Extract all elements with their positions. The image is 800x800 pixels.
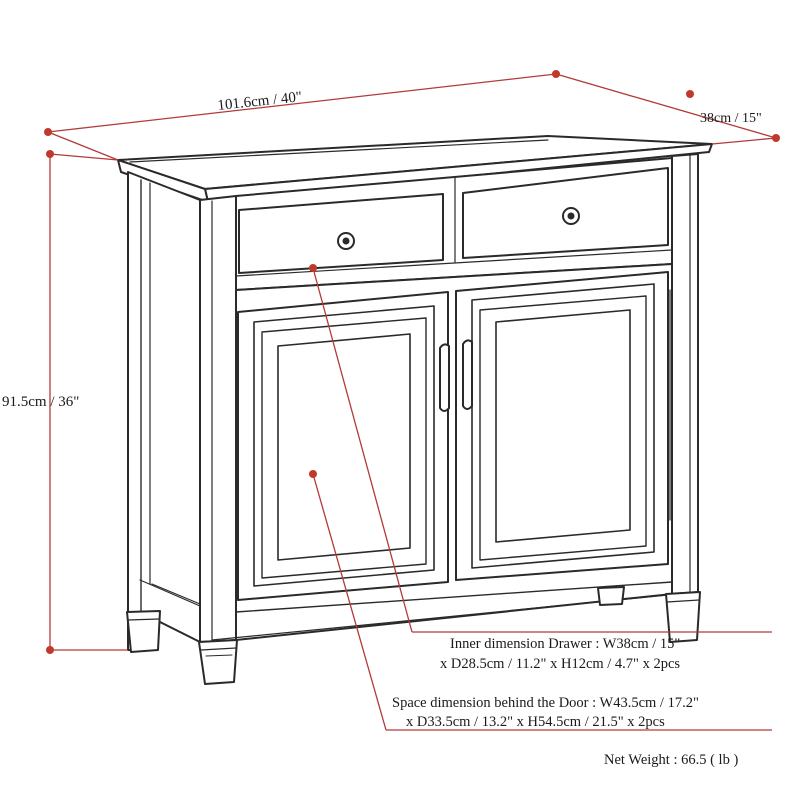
dimension-dot bbox=[44, 128, 52, 136]
drawer-marker-dot bbox=[309, 264, 317, 272]
net-weight-label: Net Weight : 66.5 ( lb ) bbox=[604, 752, 738, 768]
right-door-panel bbox=[479, 295, 647, 561]
height-label: 91.5cm / 36" bbox=[2, 394, 79, 410]
annotation-labels: Inner dimension Drawer : W38cm / 15" x D… bbox=[392, 636, 738, 768]
door-marker-dot bbox=[309, 470, 317, 478]
front-left-leg bbox=[198, 639, 238, 685]
left-door-handle bbox=[439, 343, 450, 412]
dimension-dot bbox=[686, 90, 694, 98]
dimension-lines bbox=[47, 73, 777, 731]
width-label: 101.6cm / 40" bbox=[217, 89, 303, 114]
drawer-dimension-line1: Inner dimension Drawer : W38cm / 15" bbox=[450, 636, 680, 652]
dimension-dot bbox=[46, 646, 54, 654]
dimension-dot bbox=[552, 70, 560, 78]
cabinet-illustration bbox=[117, 135, 713, 685]
dimension-dot bbox=[772, 134, 780, 142]
left-drawer bbox=[238, 193, 444, 274]
door-handles bbox=[439, 339, 473, 412]
left-door-frame-inner bbox=[253, 305, 435, 587]
depth-label: 38cm / 15" bbox=[700, 111, 762, 126]
right-door-raised-panel bbox=[495, 309, 631, 543]
back-left-leg bbox=[126, 610, 161, 653]
front-right-leg bbox=[665, 591, 701, 643]
left-door-panel bbox=[261, 317, 427, 579]
depth-dimension-line bbox=[555, 73, 777, 139]
right-door-frame-inner bbox=[471, 283, 655, 569]
door-leader-line bbox=[312, 473, 387, 731]
right-door bbox=[455, 271, 669, 581]
cabinet-front-right-stile bbox=[671, 153, 699, 595]
door-dimension-line1: Space dimension behind the Door : W43.5c… bbox=[392, 695, 699, 711]
left-door-raised-panel bbox=[277, 333, 411, 561]
width-dimension-line bbox=[47, 73, 557, 133]
dimension-dot bbox=[46, 150, 54, 158]
cabinet-front-left-stile bbox=[199, 195, 237, 643]
right-door-handle bbox=[462, 339, 473, 410]
back-right-leg bbox=[597, 586, 625, 606]
drawer-leader-line bbox=[312, 267, 413, 633]
door-dimension-line2: x D33.5cm / 13.2" x H54.5cm / 21.5" x 2p… bbox=[406, 714, 665, 730]
drawer-knobs bbox=[337, 207, 580, 250]
dimension-dots bbox=[44, 70, 780, 654]
cabinet-left-side-panel bbox=[127, 171, 201, 651]
drawer-dimension-line2: x D28.5cm / 11.2" x H12cm / 4.7" x 2pcs bbox=[440, 656, 680, 672]
left-door bbox=[237, 291, 449, 601]
